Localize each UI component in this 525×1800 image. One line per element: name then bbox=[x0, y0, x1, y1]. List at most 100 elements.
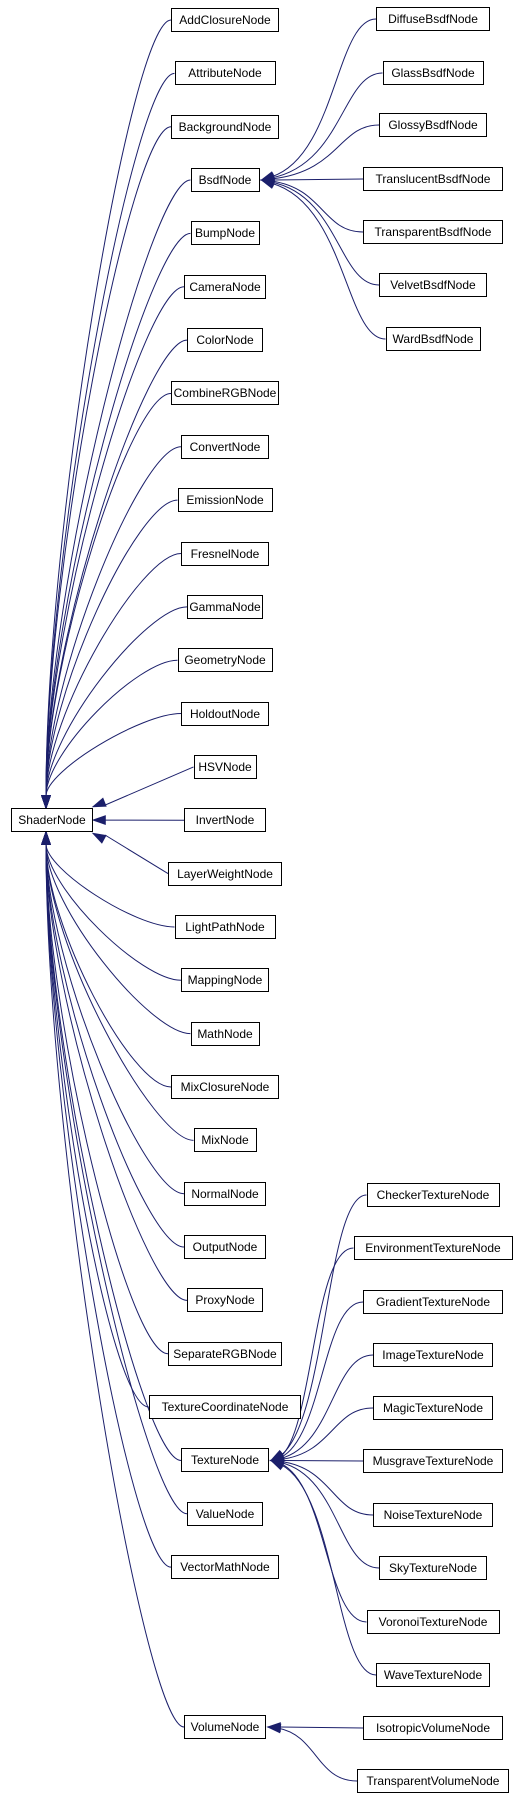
node-add-closure-node[interactable]: AddClosureNode bbox=[171, 8, 279, 32]
edge-normal-node bbox=[45, 843, 185, 1195]
node-normal-node[interactable]: NormalNode bbox=[184, 1181, 266, 1206]
node-gamma-node[interactable]: GammaNode bbox=[187, 594, 263, 619]
edge-transparent-bsdf-node bbox=[271, 180, 364, 233]
node-fresnel-node[interactable]: FresnelNode bbox=[181, 541, 269, 566]
node-magic-texture-node[interactable]: MagicTextureNode bbox=[373, 1396, 493, 1420]
node-combine-rgb-node[interactable]: CombineRGBNode bbox=[171, 381, 279, 406]
node-light-path-node[interactable]: LightPathNode bbox=[174, 914, 276, 939]
node-hsv-node[interactable]: HSVNode bbox=[193, 754, 257, 779]
node-checker-texture-node[interactable]: CheckerTextureNode bbox=[366, 1183, 500, 1207]
edge-bump-node bbox=[45, 232, 191, 797]
node-holdout-node[interactable]: HoldoutNode bbox=[181, 701, 269, 726]
node-convert-node[interactable]: ConvertNode bbox=[181, 434, 269, 459]
edge-translucent-bsdf-node bbox=[273, 178, 364, 181]
node-texture-node[interactable]: TextureNode bbox=[181, 1448, 269, 1473]
node-isotropic-volume-node[interactable]: IsotropicVolumeNode bbox=[363, 1716, 503, 1740]
node-wave-texture-node[interactable]: WaveTextureNode bbox=[376, 1663, 490, 1687]
edge-math-node bbox=[45, 843, 191, 1035]
edge-hsv-node bbox=[104, 766, 194, 806]
edge-convert-node bbox=[45, 446, 182, 797]
arrowhead-invert-node bbox=[91, 815, 106, 826]
node-value-node[interactable]: ValueNode bbox=[187, 1501, 263, 1526]
edge-volume-node bbox=[45, 843, 185, 1728]
node-velvet-bsdf-node[interactable]: VelvetBsdfNode bbox=[379, 273, 487, 297]
node-attribute-node[interactable]: AttributeNode bbox=[174, 61, 276, 86]
node-diffuse-bsdf-node[interactable]: DiffuseBsdfNode bbox=[376, 7, 490, 31]
edge-geometry-node bbox=[45, 659, 178, 797]
edge-color-node bbox=[45, 339, 188, 797]
edge-wave-texture-node bbox=[280, 1464, 377, 1676]
node-ward-bsdf-node[interactable]: WardBsdfNode bbox=[385, 327, 481, 351]
edge-ward-bsdf-node bbox=[271, 182, 386, 340]
node-layer-weight-node[interactable]: LayerWeightNode bbox=[168, 861, 282, 886]
arrowhead-volume-node bbox=[41, 830, 51, 845]
node-environment-texture-node[interactable]: EnvironmentTextureNode bbox=[353, 1236, 513, 1260]
node-math-node[interactable]: MathNode bbox=[190, 1021, 260, 1046]
edge-fresnel-node bbox=[45, 553, 182, 797]
edge-checker-texture-node bbox=[280, 1194, 367, 1456]
edge-add-closure-node bbox=[45, 19, 172, 797]
edge-emission-node bbox=[45, 499, 178, 797]
edge-output-node bbox=[45, 843, 185, 1248]
node-background-node[interactable]: BackgroundNode bbox=[171, 114, 279, 139]
edge-mix-closure-node bbox=[45, 843, 172, 1088]
edge-diffuse-bsdf-node bbox=[271, 18, 377, 178]
node-image-texture-node[interactable]: ImageTextureNode bbox=[373, 1343, 493, 1367]
edge-combine-rgb-node bbox=[45, 392, 172, 797]
node-vector-math-node[interactable]: VectorMathNode bbox=[171, 1555, 279, 1580]
node-glass-bsdf-node[interactable]: GlassBsdfNode bbox=[382, 61, 484, 85]
edge-vector-math-node bbox=[45, 843, 172, 1568]
node-shader-node[interactable]: ShaderNode bbox=[11, 808, 93, 832]
node-musgrave-texture-node[interactable]: MusgraveTextureNode bbox=[363, 1449, 503, 1473]
arrowhead-ward-bsdf-node bbox=[260, 179, 276, 189]
edge-bsdf-node bbox=[45, 179, 191, 797]
node-gradient-texture-node[interactable]: GradientTextureNode bbox=[363, 1290, 503, 1314]
edge-voronoi-texture-node bbox=[280, 1463, 367, 1623]
edge-value-node bbox=[45, 843, 188, 1515]
node-transparent-volume-node[interactable]: TransparentVolumeNode bbox=[357, 1769, 509, 1793]
edge-musgrave-texture-node bbox=[282, 1459, 364, 1462]
edge-camera-node bbox=[45, 286, 185, 797]
node-proxy-node[interactable]: ProxyNode bbox=[187, 1288, 263, 1313]
node-transparent-bsdf-node[interactable]: TransparentBsdfNode bbox=[363, 220, 503, 244]
edge-attribute-node bbox=[45, 72, 175, 797]
edge-background-node bbox=[45, 126, 172, 797]
edge-texture-node bbox=[45, 843, 182, 1461]
node-camera-node[interactable]: CameraNode bbox=[184, 274, 266, 299]
node-mapping-node[interactable]: MappingNode bbox=[181, 968, 269, 993]
arrowhead-hsv-node bbox=[91, 797, 107, 808]
edge-light-path-node bbox=[45, 843, 175, 928]
node-output-node[interactable]: OutputNode bbox=[184, 1235, 266, 1260]
node-glossy-bsdf-node[interactable]: GlossyBsdfNode bbox=[379, 113, 487, 137]
node-color-node[interactable]: ColorNode bbox=[187, 328, 263, 353]
edge-holdout-node bbox=[45, 713, 182, 797]
node-texture-coordinate-node[interactable]: TextureCoordinateNode bbox=[149, 1395, 301, 1420]
edge-gamma-node bbox=[45, 606, 188, 797]
arrowhead-layer-weight-node bbox=[91, 832, 107, 844]
node-separate-rgb-node[interactable]: SeparateRGBNode bbox=[168, 1341, 282, 1366]
arrowhead-transparent-volume-node bbox=[266, 1723, 282, 1734]
node-emission-node[interactable]: EmissionNode bbox=[177, 488, 273, 513]
node-bump-node[interactable]: BumpNode bbox=[190, 221, 260, 246]
edge-glass-bsdf-node bbox=[271, 72, 383, 179]
node-geometry-node[interactable]: GeometryNode bbox=[177, 648, 273, 673]
edge-separate-rgb-node bbox=[45, 843, 169, 1355]
node-mix-node[interactable]: MixNode bbox=[193, 1128, 257, 1153]
node-sky-texture-node[interactable]: SkyTextureNode bbox=[379, 1556, 487, 1580]
node-voronoi-texture-node[interactable]: VoronoiTextureNode bbox=[366, 1610, 500, 1634]
edge-layer-weight-node bbox=[104, 834, 169, 875]
node-invert-node[interactable]: InvertNode bbox=[184, 808, 266, 833]
edge-noise-texture-node bbox=[280, 1461, 374, 1516]
arrowhead-holdout-node bbox=[41, 795, 51, 810]
edge-transparent-volume-node bbox=[277, 1727, 358, 1782]
node-volume-node[interactable]: VolumeNode bbox=[184, 1715, 266, 1739]
edge-mapping-node bbox=[45, 843, 182, 981]
node-mix-closure-node[interactable]: MixClosureNode bbox=[171, 1075, 279, 1099]
edge-environment-texture-node bbox=[280, 1247, 354, 1457]
edge-gradient-texture-node bbox=[280, 1301, 364, 1458]
node-bsdf-node[interactable]: BsdfNode bbox=[190, 168, 260, 193]
node-noise-texture-node[interactable]: NoiseTextureNode bbox=[373, 1503, 493, 1527]
node-translucent-bsdf-node[interactable]: TranslucentBsdfNode bbox=[363, 167, 503, 191]
edge-isotropic-volume-node bbox=[279, 1726, 364, 1729]
